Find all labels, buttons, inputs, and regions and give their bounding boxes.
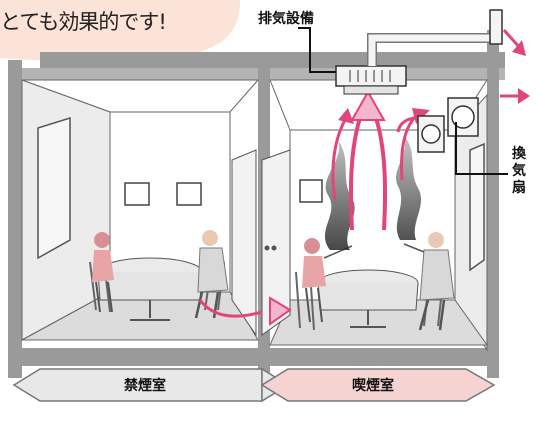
caption-blob: [0, 0, 240, 62]
airflow-arrows: [198, 29, 530, 326]
ventilation-fan-label: 換気扇: [512, 146, 526, 196]
picture-frame: [299, 179, 323, 203]
exhaust-equipment-label: 排気設備: [258, 11, 314, 27]
room-bars: [12, 367, 496, 403]
person-woman-smoker: [302, 238, 353, 323]
ventilation-fans: [417, 97, 479, 153]
smoking-room-label: 喫煙室: [352, 378, 394, 394]
exhaust-leader-line: [298, 27, 336, 73]
person-man-left: [194, 230, 229, 319]
nonsmoking-room-label: 禁煙室: [124, 378, 166, 394]
building-shell: [8, 30, 505, 378]
picture-frame: [176, 182, 202, 206]
caption-text: とても効果的です!: [0, 10, 167, 34]
picture-frame: [124, 182, 150, 206]
exhaust-unit: [335, 9, 503, 95]
fan-leader-line: [455, 122, 508, 175]
person-woman-left: [92, 232, 114, 313]
person-man-smoker: [403, 232, 455, 331]
smoking-bar: [260, 368, 496, 402]
nonsmoking-room: [21, 79, 260, 341]
